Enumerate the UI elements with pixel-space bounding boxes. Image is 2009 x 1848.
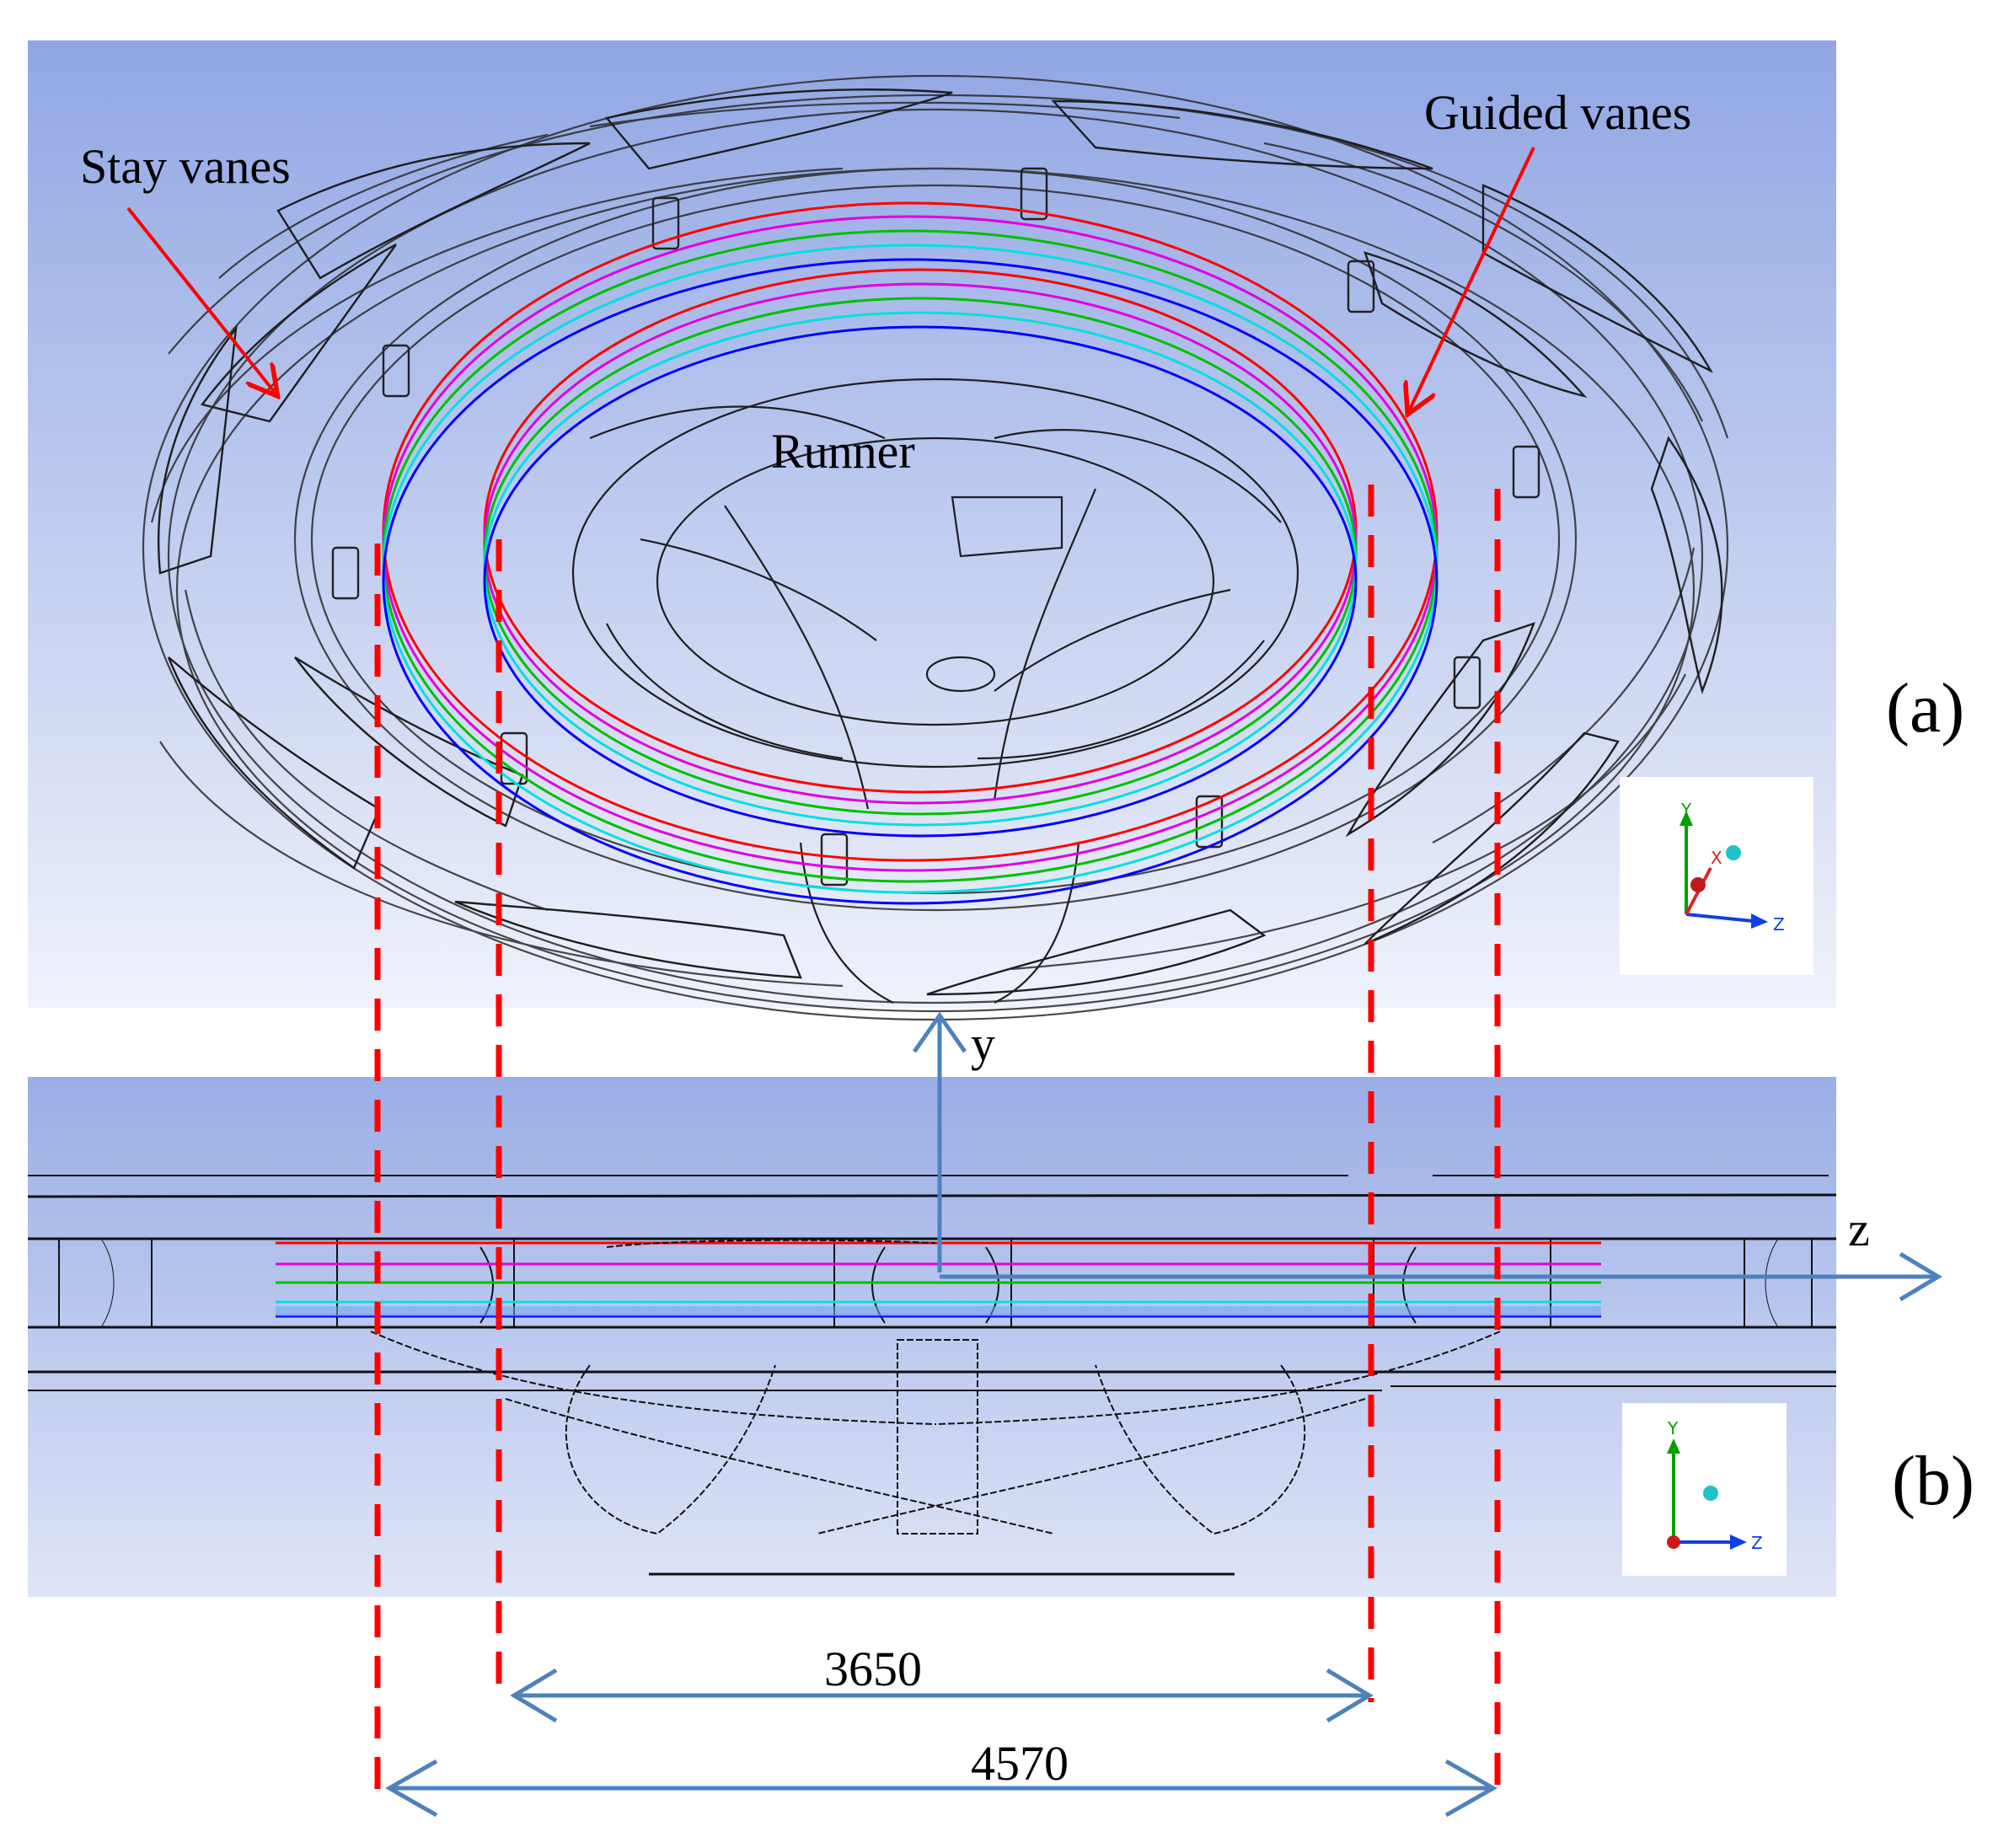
stay-vane-blades <box>157 88 1723 996</box>
guided-vanes-arrow <box>1409 147 1535 411</box>
z-axis-label: z <box>1848 1202 1870 1256</box>
runner-label: Runner <box>771 424 915 479</box>
triad-b-x-marker-icon <box>1667 1535 1680 1549</box>
y-axis-arrowhead-icon <box>912 1011 967 1053</box>
triad-a-x-marker-icon <box>1690 877 1706 892</box>
panel-a-background <box>28 40 1836 1008</box>
guided-vanes-label: Guided vanes <box>1424 85 1691 140</box>
guide-vane-pivots <box>331 167 1540 887</box>
triad-b-y-label: Y <box>1667 1418 1679 1438</box>
inner-dimension-right-arrowhead-icon <box>1326 1668 1374 1723</box>
z-axis-arrowhead-icon <box>1899 1251 1942 1302</box>
inner-dimension-left-arrowhead-icon <box>510 1668 558 1723</box>
panel-a-label: (a) <box>1886 669 1964 747</box>
triad-a-z-axis <box>1685 913 1754 923</box>
triad-b-y-arrowhead-icon <box>1667 1438 1680 1454</box>
guide-vane-ring <box>382 201 1438 905</box>
panel-a: Stay vanes Guided vanes Runner (a) Y X Z <box>28 40 1964 1021</box>
triad-a-viewpoint-dot-icon <box>1726 845 1741 860</box>
triad-b-viewpoint-dot-icon <box>1703 1486 1718 1501</box>
spiral-casing-wireframe <box>142 74 1729 1021</box>
triad-b-z-label: Z <box>1751 1533 1763 1553</box>
triad-a-y-label: Y <box>1680 800 1692 820</box>
triad-a-z-arrowhead-icon <box>1751 913 1768 929</box>
outer-dimension-label: 4570 <box>971 1736 1069 1791</box>
dimension-arrows <box>384 1668 1498 1818</box>
dimension-guides <box>374 485 1501 1803</box>
outer-dimension-right-arrowhead-icon <box>1444 1759 1498 1818</box>
inner-dimension-label: 3650 <box>824 1642 922 1696</box>
panel-b-background <box>28 1077 1836 1597</box>
panel-b-label: (b) <box>1892 1442 1974 1520</box>
runner-wireframe <box>571 378 1299 1004</box>
panel-b-axis-triad: Y Z <box>1622 1403 1787 1576</box>
runner-side-view <box>370 1239 1501 1535</box>
triad-a-z-label: Z <box>1773 914 1785 935</box>
panel-b: (b) Y Z <box>27 1077 1974 1597</box>
global-axes <box>912 1011 1942 1302</box>
triad-b-z-arrowhead-icon <box>1730 1535 1747 1550</box>
y-axis-label: y <box>971 1016 995 1071</box>
outer-dimension-left-arrowhead-icon <box>384 1759 438 1818</box>
stay-vanes-arrow <box>126 206 276 394</box>
panel-a-axis-triad: Y X Z <box>1620 777 1813 975</box>
stay-vanes-label: Stay vanes <box>80 139 291 194</box>
triad-a-y-arrowhead-icon <box>1680 811 1693 826</box>
triad-a-x-label: X <box>1711 848 1722 868</box>
